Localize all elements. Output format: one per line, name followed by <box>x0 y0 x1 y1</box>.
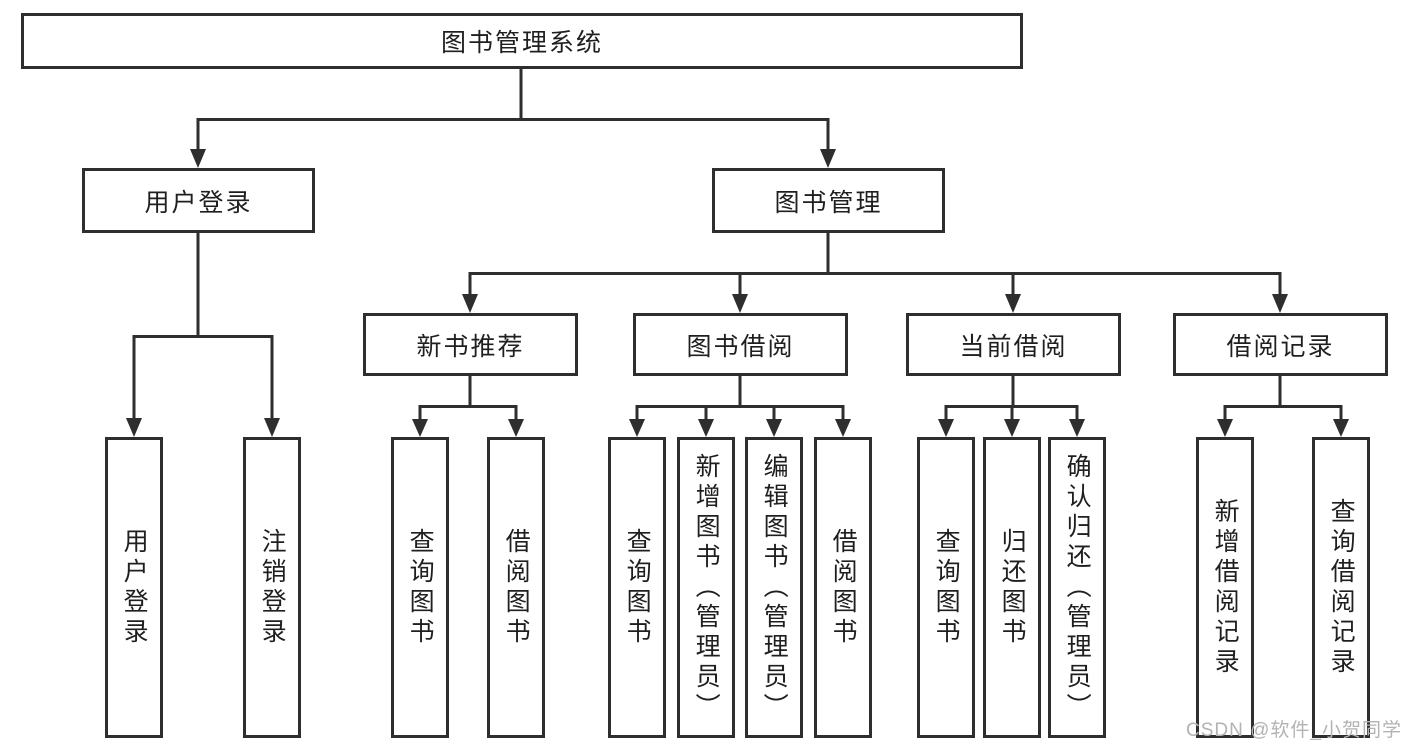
node-root-label: 图书管理系统 <box>440 29 603 57</box>
leaf-current-query-book-label: 查询图书 <box>932 527 961 648</box>
node-book-management-label: 图书管理 <box>774 188 883 217</box>
node-book-borrow-label: 图书借阅 <box>686 332 795 361</box>
leaf-logout-login: 注销登录 <box>243 437 301 738</box>
leaf-current-return-book: 归还图书 <box>983 437 1041 738</box>
leaf-newbook-query-book-label: 查询图书 <box>406 527 435 648</box>
leaf-newbook-query-book: 查询图书 <box>391 437 449 738</box>
leaf-borrow-borrow-book-label: 借阅图书 <box>829 527 858 648</box>
leaf-newbook-borrow-book-label: 借阅图书 <box>502 527 531 648</box>
leaf-borrow-edit-book-admin: 编辑图书（管理员） <box>745 437 803 738</box>
node-current-borrow-label: 当前借阅 <box>959 332 1068 361</box>
leaf-borrow-query-book: 查询图书 <box>608 437 666 738</box>
leaf-borrow-borrow-book: 借阅图书 <box>814 437 872 738</box>
leaf-record-add: 新增借阅记录 <box>1196 437 1254 738</box>
node-user-login-label: 用户登录 <box>144 188 253 217</box>
leaf-record-query: 查询借阅记录 <box>1312 437 1370 738</box>
leaf-current-confirm-return-admin: 确认归还（管理员） <box>1048 437 1106 738</box>
leaf-current-return-book-label: 归还图书 <box>998 527 1027 648</box>
node-new-book-recommend: 新书推荐 <box>363 313 578 376</box>
leaf-user-login-label: 用户登录 <box>120 527 149 648</box>
node-borrow-records-label: 借阅记录 <box>1226 332 1335 361</box>
leaf-current-confirm-return-admin-label: 确认归还（管理员） <box>1063 452 1092 723</box>
leaf-record-query-label: 查询借阅记录 <box>1327 497 1356 678</box>
leaf-current-query-book: 查询图书 <box>917 437 975 738</box>
watermark: CSDN @软件_小贺同学 <box>1186 720 1402 741</box>
node-book-management: 图书管理 <box>712 168 945 233</box>
leaf-borrow-add-book-admin-label: 新增图书（管理员） <box>692 452 721 723</box>
node-borrow-records: 借阅记录 <box>1173 313 1388 376</box>
node-new-book-recommend-label: 新书推荐 <box>416 332 525 361</box>
node-user-login: 用户登录 <box>82 168 315 233</box>
node-current-borrow: 当前借阅 <box>906 313 1121 376</box>
leaf-logout-login-label: 注销登录 <box>258 527 287 648</box>
node-book-borrow: 图书借阅 <box>633 313 848 376</box>
leaf-borrow-edit-book-admin-label: 编辑图书（管理员） <box>760 452 789 723</box>
leaf-user-login: 用户登录 <box>105 437 163 738</box>
leaf-borrow-add-book-admin: 新增图书（管理员） <box>677 437 735 738</box>
node-root: 图书管理系统 <box>21 13 1023 69</box>
leaf-newbook-borrow-book: 借阅图书 <box>487 437 545 738</box>
leaf-borrow-query-book-label: 查询图书 <box>623 527 652 648</box>
leaf-record-add-label: 新增借阅记录 <box>1211 497 1240 678</box>
